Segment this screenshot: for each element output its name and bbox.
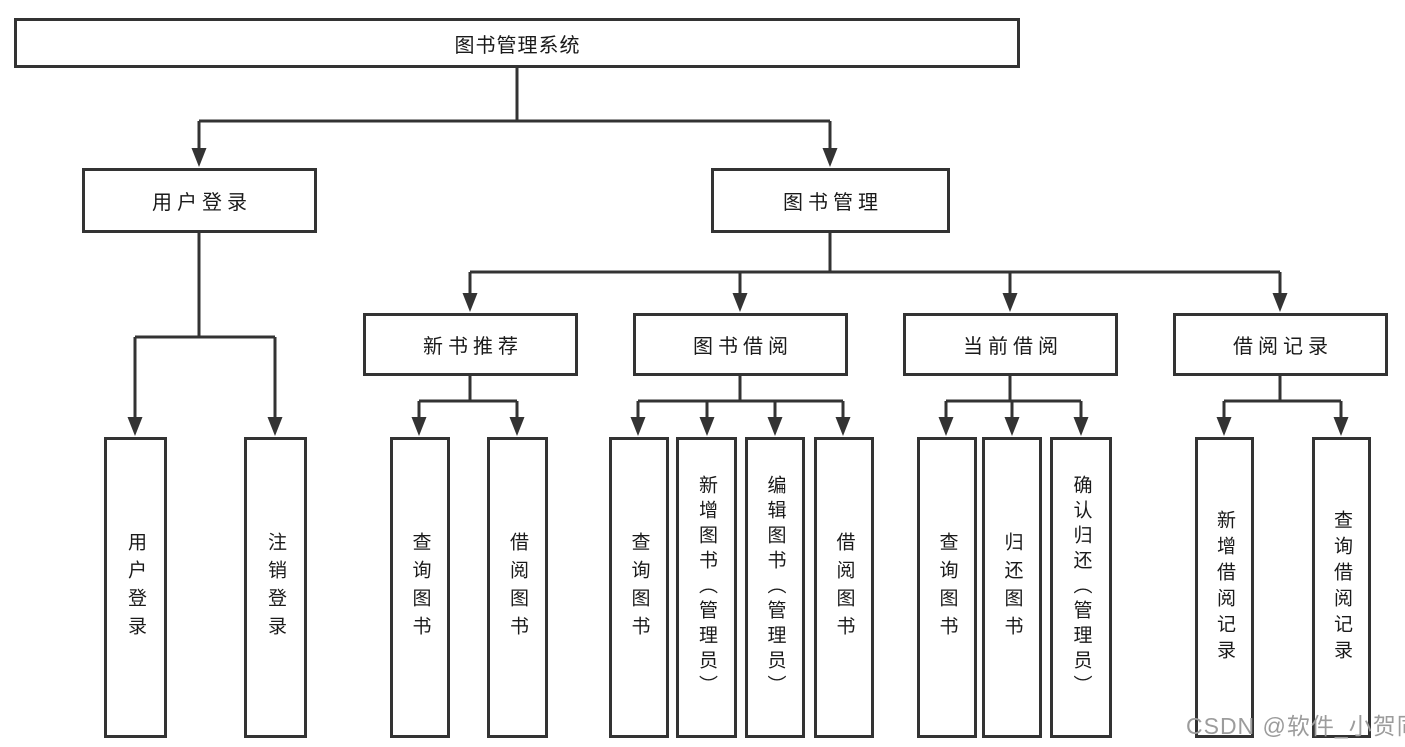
- connector-new-book-recommend-to-leaves: [417, 376, 519, 421]
- connector-book-borrow-to-leaves: [636, 376, 845, 421]
- connector-borrow-records-to-leaves: [1222, 376, 1343, 421]
- leaf-borrow-books-recommend: 借阅图书: [487, 437, 548, 738]
- arrow-down-icon: [509, 417, 525, 436]
- leaf-query-borrow-record: 查询借阅记录: [1312, 437, 1371, 738]
- connector-user-login-to-leaves: [133, 233, 277, 421]
- leaf-logout: 注销登录: [244, 437, 307, 738]
- node-book-borrow: 图书借阅: [633, 313, 848, 376]
- arrow-down-icon: [822, 148, 838, 167]
- node-root-system: 图书管理系统: [14, 18, 1020, 68]
- arrow-down-icon: [699, 417, 715, 436]
- arrow-down-icon: [732, 293, 748, 312]
- arrow-down-icon: [1216, 417, 1232, 436]
- arrow-down-icon: [411, 417, 427, 436]
- leaf-borrow-books: 借阅图书: [814, 437, 874, 738]
- connector-root-to-level1: [197, 68, 832, 152]
- arrow-down-icon: [1073, 417, 1089, 436]
- arrow-down-icon: [767, 417, 783, 436]
- leaf-add-borrow-record: 新增借阅记录: [1195, 437, 1254, 738]
- arrow-down-icon: [127, 417, 143, 436]
- leaf-edit-books-admin: 编辑图书（管理员）: [745, 437, 805, 738]
- node-new-book-recommend: 新书推荐: [363, 313, 578, 376]
- arrow-down-icon: [630, 417, 646, 436]
- arrow-down-icon: [835, 417, 851, 436]
- watermark: CSDN @软件_小贺同学: [1186, 713, 1405, 739]
- arrow-down-icon: [191, 148, 207, 167]
- arrow-down-icon: [1333, 417, 1349, 436]
- arrow-down-icon: [1004, 417, 1020, 436]
- node-current-borrow: 当前借阅: [903, 313, 1118, 376]
- leaf-query-books-recommend: 查询图书: [390, 437, 450, 738]
- node-user-login: 用户登录: [82, 168, 317, 233]
- leaf-return-books: 归还图书: [982, 437, 1042, 738]
- arrow-down-icon: [938, 417, 954, 436]
- leaf-add-books-admin: 新增图书（管理员）: [676, 437, 737, 738]
- leaf-query-books-borrow: 查询图书: [609, 437, 669, 738]
- leaf-confirm-return-admin: 确认归还（管理员）: [1050, 437, 1112, 738]
- arrow-down-icon: [1002, 293, 1018, 312]
- connector-current-borrow-to-leaves: [944, 376, 1083, 421]
- arrow-down-icon: [267, 417, 283, 436]
- arrow-down-icon: [462, 293, 478, 312]
- node-book-management: 图书管理: [711, 168, 950, 233]
- arrow-down-icon: [1272, 293, 1288, 312]
- leaf-user-login: 用户登录: [104, 437, 167, 738]
- leaf-query-books-current: 查询图书: [917, 437, 977, 738]
- node-borrow-records: 借阅记录: [1173, 313, 1388, 376]
- connector-book-management-to-modules: [468, 233, 1282, 298]
